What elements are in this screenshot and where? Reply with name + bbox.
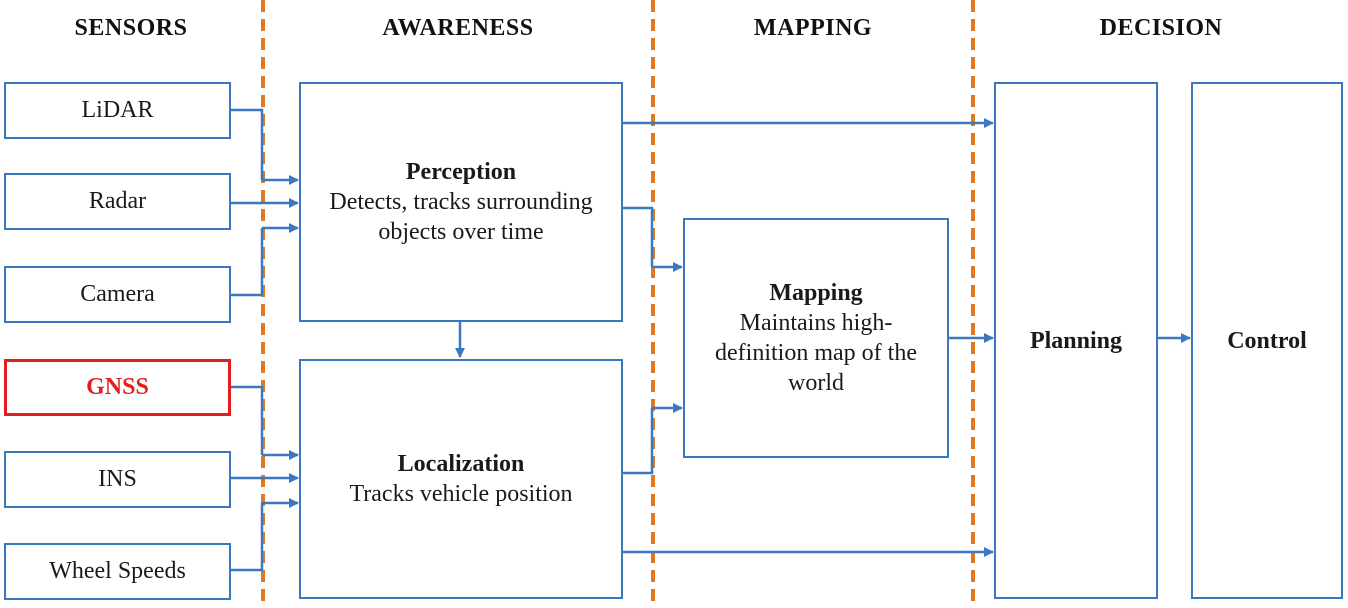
sensor-box-camera: Camera: [4, 266, 231, 323]
control-title: Control: [1227, 327, 1307, 354]
lane-title-mapping: MAPPING: [753, 15, 873, 41]
connector-wheel-speeds: [230, 503, 264, 572]
localization-box: Localization Tracks vehicle position: [299, 359, 623, 599]
sensor-box-lidar: LiDAR: [4, 82, 231, 139]
connector-camera: [230, 228, 264, 297]
mapping-box: Mapping Maintains high-definition map of…: [683, 218, 949, 458]
sensor-label-gnss: GNSS: [86, 374, 149, 400]
lane-title-decision: DECISION: [1099, 15, 1223, 41]
mapping-description: Maintains high-definition map of the wor…: [715, 310, 917, 396]
connector-perception-mapping: [622, 206, 654, 267]
connector-localization-mapping: [622, 408, 654, 475]
control-box: Control: [1191, 82, 1343, 599]
sensor-box-wheel-speeds: Wheel Speeds: [4, 543, 231, 600]
module-connectors: [455, 118, 1191, 557]
sensor-label-ins: INS: [98, 466, 137, 492]
sensor-label-wheel-speeds: Wheel Speeds: [49, 558, 186, 584]
planning-title: Planning: [1029, 327, 1123, 354]
localization-description: Tracks vehicle position: [349, 481, 573, 507]
sensor-box-gnss: GNSS: [4, 359, 231, 416]
perception-box: Perception Detects, tracks surrounding o…: [299, 82, 623, 322]
mapping-title: Mapping: [769, 280, 863, 306]
sensor-label-radar: Radar: [88, 188, 147, 214]
sensor-box-radar: Radar: [4, 173, 231, 230]
sensor-label-lidar: LiDAR: [81, 97, 154, 123]
sensor-connectors: [230, 108, 299, 572]
lane-dividers: [261, 0, 975, 608]
sensor-box-ins: INS: [4, 451, 231, 508]
planning-box: Planning: [994, 82, 1158, 599]
sensor-label-camera: Camera: [80, 281, 155, 307]
perception-title: Perception: [405, 159, 517, 185]
connector-lidar: [230, 108, 264, 180]
localization-title: Localization: [397, 451, 525, 477]
connector-gnss: [230, 385, 264, 455]
lane-title-awareness: AWARENESS: [382, 15, 534, 41]
lane-title-sensors: SENSORS: [74, 15, 188, 41]
perception-description: Detects, tracks surrounding objects over…: [329, 189, 593, 245]
